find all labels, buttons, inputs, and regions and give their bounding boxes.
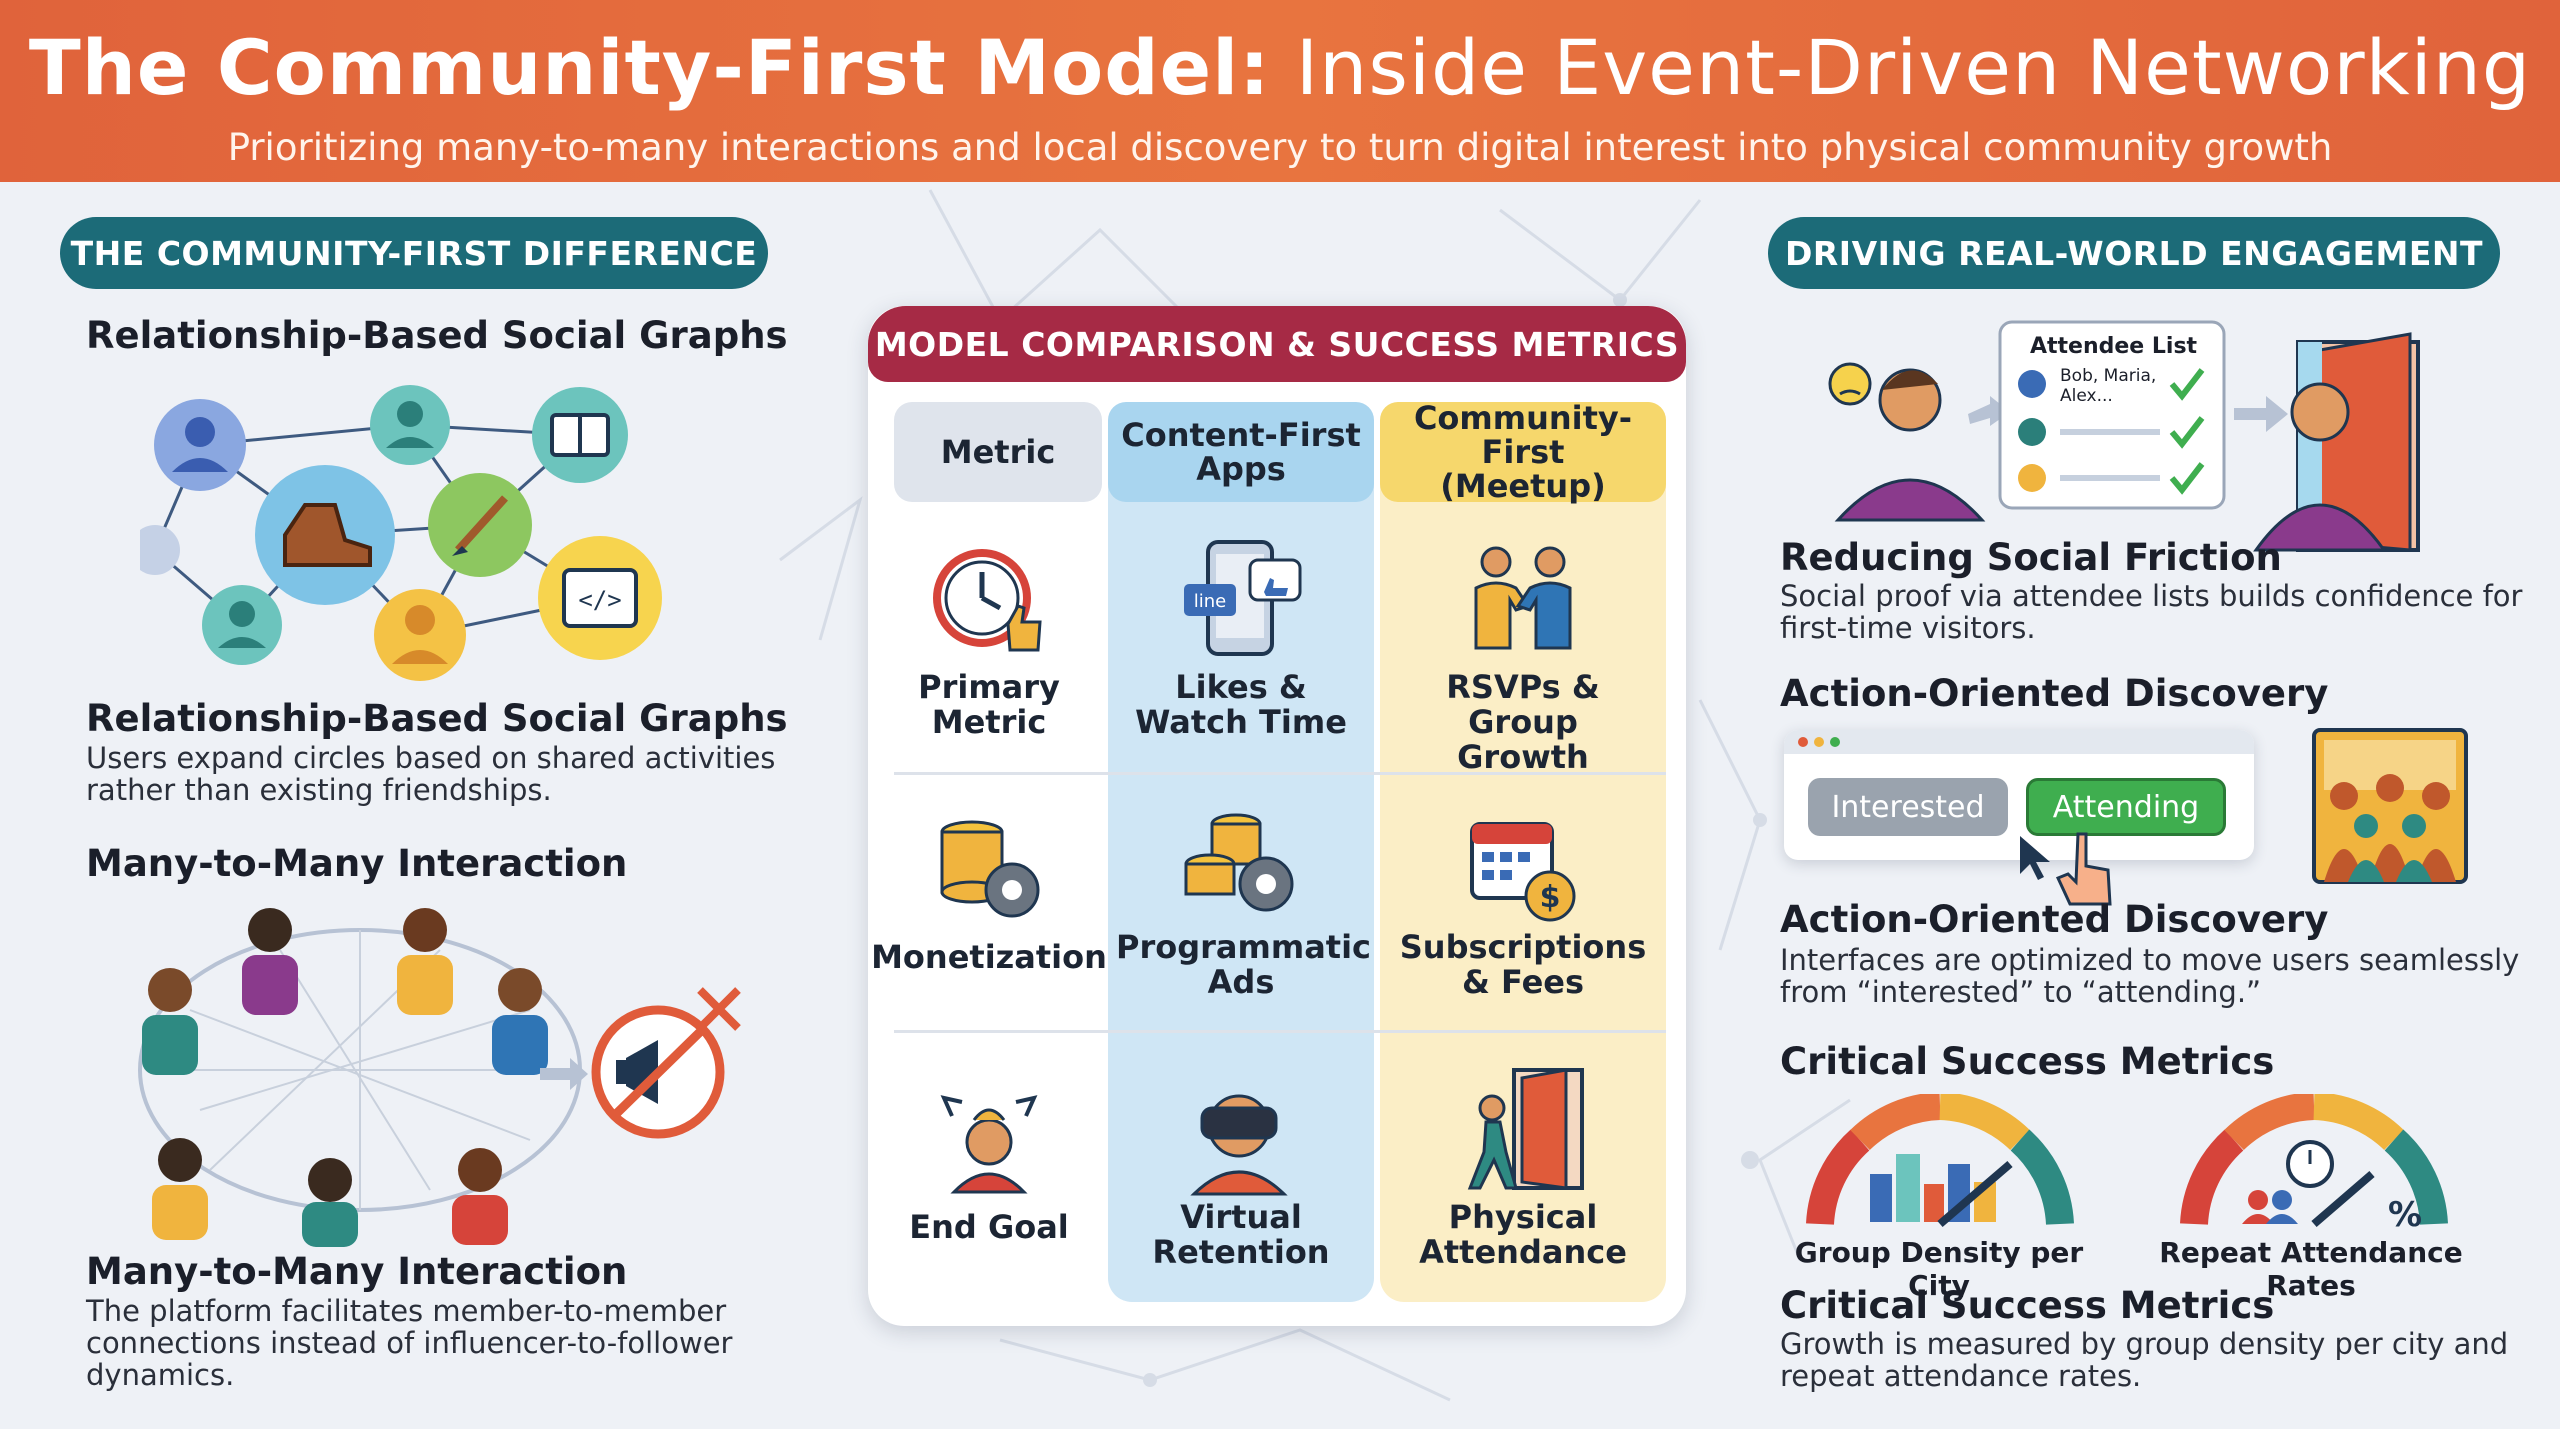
header-banner: The Community-First Model: Inside Event-…	[0, 0, 2560, 182]
phone-likes-icon: line	[1184, 540, 1302, 656]
community-first-difference-pill: THE COMMUNITY-FIRST DIFFERENCE	[60, 217, 768, 289]
interaction-text-1: The platform facilitates member-to-membe…	[86, 1294, 727, 1328]
phone-badge-text: line	[1194, 591, 1226, 612]
attendee-list-title: Attendee List	[2030, 334, 2198, 359]
interaction-heading: Many-to-Many Interaction	[86, 842, 628, 885]
graph-heading: Relationship-Based Social Graphs	[86, 314, 788, 357]
title-bold: The Community-First Model:	[28, 23, 1271, 112]
clock-thumbs-up-icon	[933, 549, 1042, 652]
row2-content-line2: Ads	[1207, 963, 1275, 1001]
graph-title: Relationship-Based Social Graphs	[86, 697, 788, 740]
attending-button[interactable]: Attending	[2026, 778, 2226, 836]
social-friction-illustration	[1828, 320, 2420, 552]
row3-content-line1: Virtual	[1180, 1198, 1302, 1236]
friction-title: Reducing Social Friction	[1780, 536, 2282, 579]
driving-engagement-pill: DRIVING REAL-WORLD ENGAGEMENT	[1768, 217, 2500, 289]
row2-community-line1: Subscriptions	[1399, 928, 1647, 966]
row2-community-first: Subscriptions& Fees	[1398, 930, 1648, 1000]
row-divider-2	[894, 1030, 1666, 1033]
row1-content-first: Likes &Watch Time	[1116, 670, 1366, 740]
metrics-text-2: repeat attendance rates.	[1780, 1359, 2142, 1393]
row1-metric-line2: Metric	[931, 703, 1047, 741]
row1-metric-line1: Primary	[918, 668, 1060, 706]
model-comparison-pill: MODEL COMPARISON & SUCCESS METRICS	[868, 306, 1686, 382]
group-density-label: Group Density per City	[1794, 1236, 2084, 1302]
metrics-title: Critical Success Metrics	[1780, 1284, 2275, 1327]
interaction-text-2: connections instead of influencer-to-fol…	[86, 1326, 733, 1360]
row2-metric: Monetization	[864, 940, 1114, 975]
many-to-many-illustration	[138, 908, 741, 1247]
window-minimize-dot	[1814, 737, 1824, 747]
row3-community-line2: Attendance	[1419, 1233, 1627, 1271]
group-density-gauge	[1806, 1094, 2074, 1228]
attendee-names-line1: Bob, Maria,	[2060, 366, 2157, 386]
row1-content-line2: Watch Time	[1135, 703, 1347, 741]
discovery-title: Action-Oriented Discovery	[1780, 898, 2329, 941]
window-titlebar	[1784, 730, 2254, 754]
calendar-dollar-icon: $	[1470, 822, 1576, 922]
percent-symbol: %	[2388, 1195, 2422, 1234]
row3-content-line2: Retention	[1152, 1233, 1330, 1271]
interaction-text-3: dynamics.	[86, 1358, 235, 1392]
header-community-first: Community-First(Meetup)	[1380, 399, 1666, 505]
repeat-attendance-label: Repeat Attendance Rates	[2159, 1236, 2463, 1302]
attendee-names: Bob, Maria,Alex...	[2060, 366, 2156, 406]
walking-door-icon	[1467, 1068, 1584, 1190]
metrics-heading: Critical Success Metrics	[1780, 1040, 2275, 1083]
header-community-first-line1: Community-First	[1413, 399, 1633, 471]
row-divider-1	[894, 772, 1666, 775]
row3-metric-line1: End Goal	[909, 1208, 1069, 1246]
coins-gear-ads-icon	[1184, 813, 1294, 912]
discovery-heading: Action-Oriented Discovery	[1780, 672, 2329, 715]
row1-community-first: RSVPs &Group Growth	[1398, 670, 1648, 775]
discovery-text-2: from “interested” to “attending.”	[1780, 975, 2262, 1009]
attendee-names-line2: Alex...	[2060, 386, 2113, 406]
window-maximize-dot	[1830, 737, 1840, 747]
repeat-attendance-gauge: %	[2180, 1094, 2448, 1234]
cursor-hand-icon	[2020, 832, 2112, 906]
interaction-title: Many-to-Many Interaction	[86, 1250, 628, 1293]
row2-content-line1: Programmatic	[1116, 928, 1372, 966]
row3-metric: End Goal	[864, 1210, 1114, 1245]
header-metric: Metric	[894, 402, 1102, 502]
svg-text:</>: </>	[578, 586, 621, 614]
interested-button[interactable]: Interested	[1808, 778, 2008, 836]
window-close-dot	[1798, 737, 1808, 747]
graph-text-1: Users expand circles based on shared act…	[86, 741, 776, 775]
vr-headset-person-icon	[1190, 1094, 1288, 1196]
friction-text-2: first-time visitors.	[1780, 611, 2036, 645]
row2-community-line2: & Fees	[1461, 963, 1585, 1001]
crowd-attendance-icon	[2312, 728, 2468, 884]
row1-community-line2: Group Growth	[1457, 703, 1589, 776]
row2-metric-line1: Monetization	[871, 938, 1107, 976]
handshake-people-icon	[1474, 546, 1572, 650]
page-title: The Community-First Model: Inside Event-…	[0, 0, 2560, 106]
metrics-text-1: Growth is measured by group density per …	[1780, 1327, 2509, 1361]
row1-content-line1: Likes &	[1175, 668, 1307, 706]
svg-text:$: $	[1540, 880, 1561, 915]
header-content-first-line2: Apps	[1196, 450, 1286, 488]
page-subtitle: Prioritizing many-to-many interactions a…	[227, 126, 2333, 169]
friction-text-1: Social proof via attendee lists builds c…	[1780, 579, 2523, 613]
discovery-text-1: Interfaces are optimized to move users s…	[1780, 943, 2520, 977]
graph-text-2: rather than existing friendships.	[86, 773, 552, 807]
row3-community-line1: Physical	[1448, 1198, 1598, 1236]
header-content-first-line1: Content-First	[1121, 416, 1361, 454]
coins-gear-icon	[940, 820, 1040, 918]
header-community-first-line2: (Meetup)	[1440, 467, 1606, 505]
person-goal-arrows-icon	[940, 1095, 1038, 1194]
row1-community-line1: RSVPs &	[1446, 668, 1600, 706]
social-graph-illustration: </>	[140, 385, 662, 681]
title-rest: Inside Event-Driven Networking	[1270, 23, 2532, 112]
